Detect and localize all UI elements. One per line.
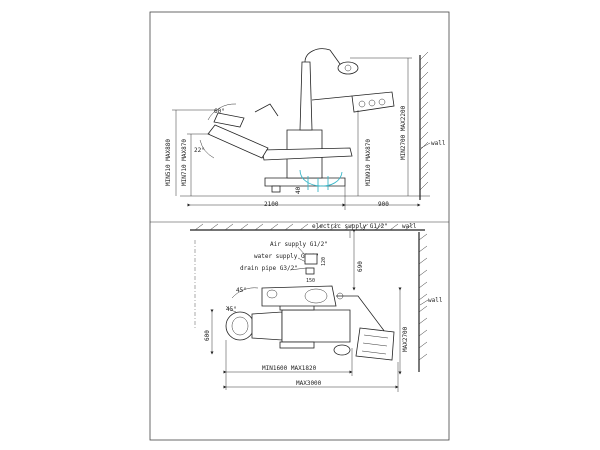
- angle-label-top: 60°: [214, 108, 225, 115]
- plan-wall-top-hatch: [194, 223, 414, 231]
- dim-690: 690: [357, 261, 364, 272]
- dim-headrest-height: MIN910 MAX870: [365, 139, 372, 186]
- drain-pipe-label: drain pipe G3/2": [240, 265, 298, 272]
- angle-arc-top: [207, 103, 237, 121]
- dim-lamp-height: MIN2700 MAX2200: [400, 105, 407, 160]
- chair-elevation: [207, 48, 395, 193]
- plan-view: wall wall electric supply G1/2" Air supp…: [190, 223, 443, 392]
- elevation-wall-hatch: [419, 51, 429, 191]
- elevation-wall-leader: [420, 142, 431, 149]
- supply-box: [304, 253, 318, 265]
- drawing-frame: [149, 11, 450, 441]
- angle-arc-plan-bottom: [225, 305, 237, 313]
- angle-plan-top: 45°: [236, 287, 247, 294]
- dim-seat-high: MIN510 MAX880: [165, 139, 172, 186]
- dim-seat-low: MIN710 MAX870: [181, 139, 188, 186]
- angle-label-back: 22°: [194, 147, 205, 154]
- dim-width-right: 900: [378, 201, 389, 208]
- dim-total-length: MAX3000: [296, 380, 322, 387]
- dim-side-width: MAX2700: [402, 326, 409, 352]
- dim-small-120: 120: [321, 257, 327, 266]
- plan-wall-top-label: wall: [402, 223, 417, 230]
- elevation-wall-label: wall: [431, 140, 446, 147]
- dim-small-150: 150: [306, 278, 315, 284]
- electric-supply-label: electric supply G1/2": [312, 223, 388, 230]
- water-supply-label: water supply G1/2": [254, 253, 319, 260]
- air-supply-label: Air supply G1/2": [270, 241, 328, 248]
- plan-wall-side-hatch: [418, 233, 428, 361]
- elevation-view: wall: [165, 48, 446, 210]
- dim-length: MIN1600 MAX1820: [262, 365, 317, 372]
- plan-wall-side-label: wall: [428, 297, 443, 304]
- dim-width-left: 2100: [264, 201, 279, 208]
- dim-600: 600: [204, 330, 211, 341]
- chair-plan: [225, 285, 395, 361]
- angle-arc-back: [199, 139, 215, 159]
- angle-plan-bottom: 45°: [226, 306, 237, 313]
- dim-base-height: 40: [295, 186, 302, 194]
